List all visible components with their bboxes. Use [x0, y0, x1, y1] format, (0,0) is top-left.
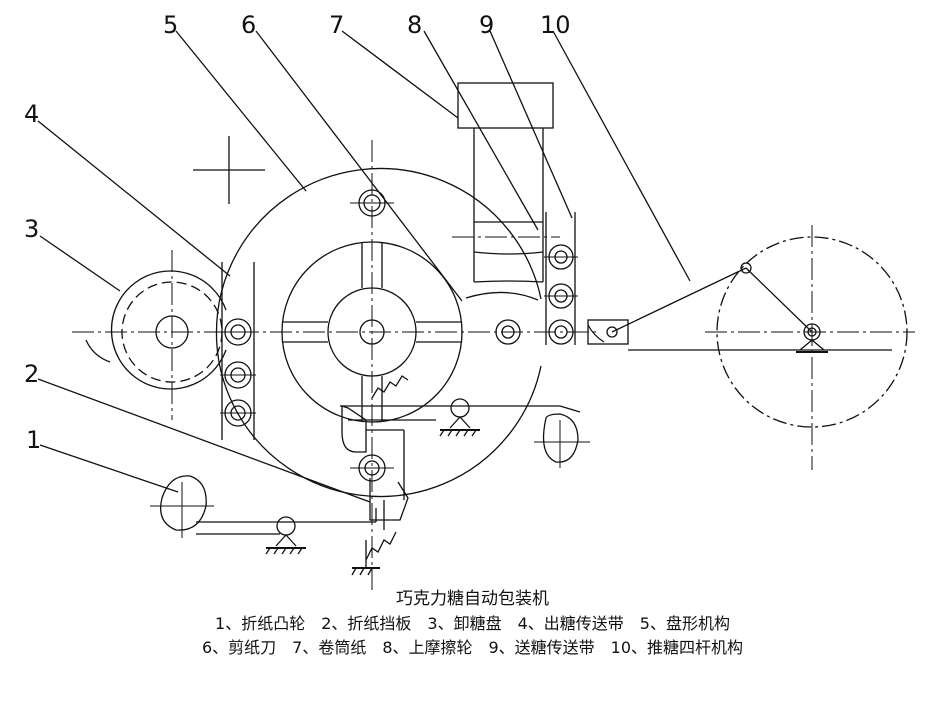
- leader-line-10: [552, 30, 691, 282]
- paper-roll: [457, 82, 554, 301]
- upper-spring: [371, 375, 409, 399]
- transfer-roller: [495, 319, 521, 345]
- callout-labels: 1 2 3 4 5 6 7 8 9 10: [24, 11, 571, 454]
- inner-wheel-rim: [281, 241, 463, 423]
- callout-label-7: 7: [329, 11, 344, 39]
- unloading-disc-arc: [110, 270, 227, 390]
- paper-roll-box: [457, 82, 554, 129]
- feed-conveyor: [544, 212, 578, 345]
- callout-label-3: 3: [24, 215, 39, 243]
- wheel-hub: [327, 287, 417, 377]
- paper-feed-curve: [465, 291, 539, 301]
- unloading-disc-hook: [85, 339, 111, 363]
- pusher-linkage: [587, 236, 908, 428]
- top-drum-roller: [350, 189, 394, 217]
- unloading-disc-hub: [155, 315, 189, 349]
- leader-line-1: [39, 444, 179, 493]
- lower-mechanism: [150, 375, 590, 576]
- paper-cutter: [341, 405, 367, 453]
- pusher-crank-circle: [716, 236, 908, 428]
- callout-label-6: 6: [241, 11, 256, 39]
- leader-line-3: [39, 235, 121, 292]
- leader-line-6: [255, 30, 463, 302]
- leader-lines: [37, 30, 691, 503]
- pusher-slider: [587, 319, 629, 345]
- callout-label-8: 8: [407, 11, 422, 39]
- lower-spring: [365, 531, 397, 561]
- pusher-coupler: [611, 267, 747, 333]
- pusher-crank: [745, 267, 813, 333]
- legend-line-1: 1、折纸凸轮 2、折纸挡板 3、卸糖盘 4、出糖传送带 5、盘形机构: [215, 614, 730, 633]
- callout-label-2: 2: [24, 360, 39, 388]
- wheel-bore: [359, 319, 385, 345]
- right-cam: [542, 413, 579, 463]
- callout-label-1: 1: [26, 426, 41, 454]
- leader-line-7: [341, 30, 459, 119]
- leader-line-5: [175, 30, 307, 192]
- figure-caption: 巧克力糖自动包装机 1、折纸凸轮 2、折纸挡板 3、卸糖盘 4、出糖传送带 5、…: [0, 586, 945, 660]
- center-lines: [72, 140, 915, 590]
- callout-label-5: 5: [163, 11, 178, 39]
- legend-line-2: 6、剪纸刀 7、卷筒纸 8、上摩擦轮 9、送糖传送带 10、推糖四杆机构: [201, 638, 744, 657]
- callout-label-4: 4: [24, 100, 39, 128]
- folding-plate: [369, 478, 409, 521]
- leader-line-9: [489, 30, 573, 219]
- outer-disc-arc: [215, 167, 542, 498]
- figure-title: 巧克力糖自动包装机: [396, 589, 549, 609]
- reference-crosshair: [193, 136, 265, 204]
- outlet-conveyor: [220, 262, 256, 440]
- leader-line-4: [37, 120, 231, 277]
- disc-mechanism: [215, 167, 542, 498]
- unloading-disc: [85, 270, 227, 390]
- leader-line-8: [423, 30, 539, 231]
- leader-line-2: [37, 378, 371, 503]
